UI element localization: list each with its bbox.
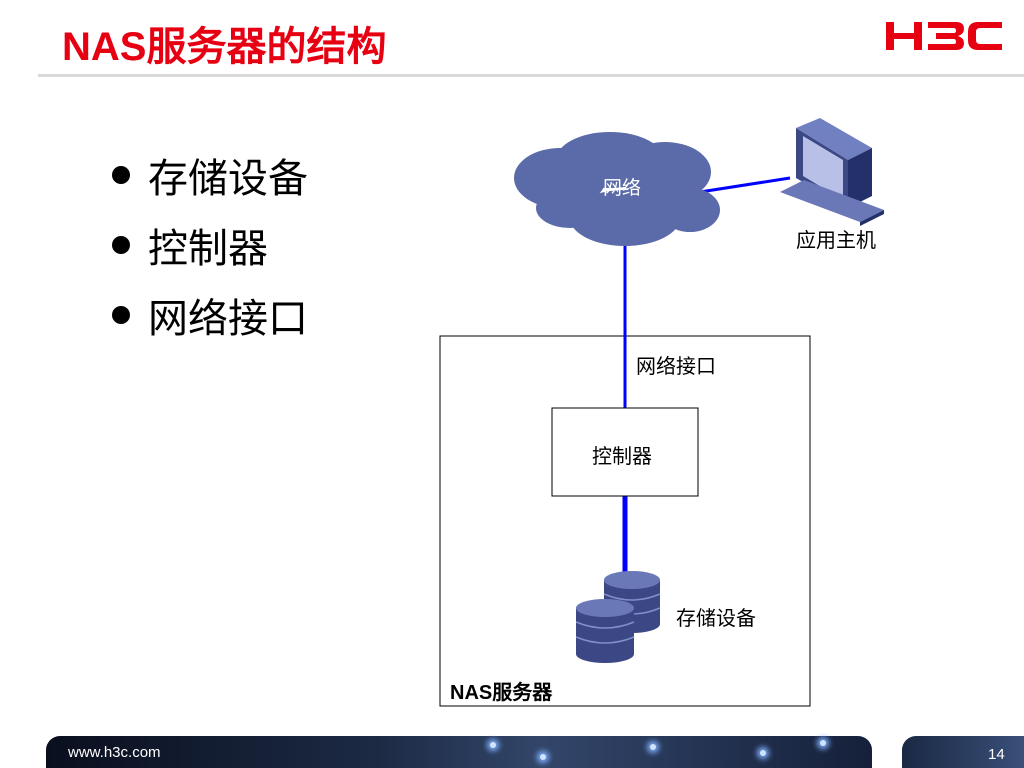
host-computer-icon — [780, 118, 884, 226]
controller-box — [551, 407, 699, 497]
bullet-list: 存储设备 控制器 网络接口 — [112, 140, 308, 350]
server-label: NAS服务器 — [450, 682, 553, 704]
h3c-logo — [886, 22, 1002, 50]
storage-disk-icon — [575, 599, 635, 663]
bullet-item-storage: 存储设备 — [112, 140, 308, 210]
footer-spark — [820, 740, 826, 746]
page-number: 14 — [988, 746, 1005, 763]
storage-label: 存储设备 — [676, 608, 756, 630]
cloud-label: 网络 — [603, 178, 642, 199]
footer-spark — [760, 750, 766, 756]
bullet-dot-icon — [112, 166, 130, 184]
footer-spark — [650, 744, 656, 750]
bullet-text: 存储设备 — [148, 157, 308, 201]
footer-url[interactable]: www.h3c.com — [68, 744, 161, 761]
page-title: NAS服务器的结构 — [62, 25, 387, 69]
footer-bar — [46, 736, 872, 768]
bullet-dot-icon — [112, 236, 130, 254]
footer-spark — [490, 742, 496, 748]
bullet-text: 网络接口 — [148, 297, 308, 341]
footer-spark — [540, 754, 546, 760]
title-divider — [38, 74, 1024, 77]
bullet-text: 控制器 — [148, 227, 268, 271]
controller-label: 控制器 — [592, 446, 652, 468]
host-link-line — [699, 176, 791, 194]
bullet-item-interface: 网络接口 — [112, 280, 308, 350]
footer: www.h3c.com 14 — [0, 728, 1024, 768]
host-label: 应用主机 — [796, 230, 876, 252]
network-cloud-icon — [514, 132, 720, 246]
interface-label: 网络接口 — [636, 356, 716, 378]
nas-diagram — [439, 118, 884, 707]
bullet-item-controller: 控制器 — [112, 210, 308, 280]
bullet-dot-icon — [112, 306, 130, 324]
footer-page-bar — [902, 736, 1024, 768]
